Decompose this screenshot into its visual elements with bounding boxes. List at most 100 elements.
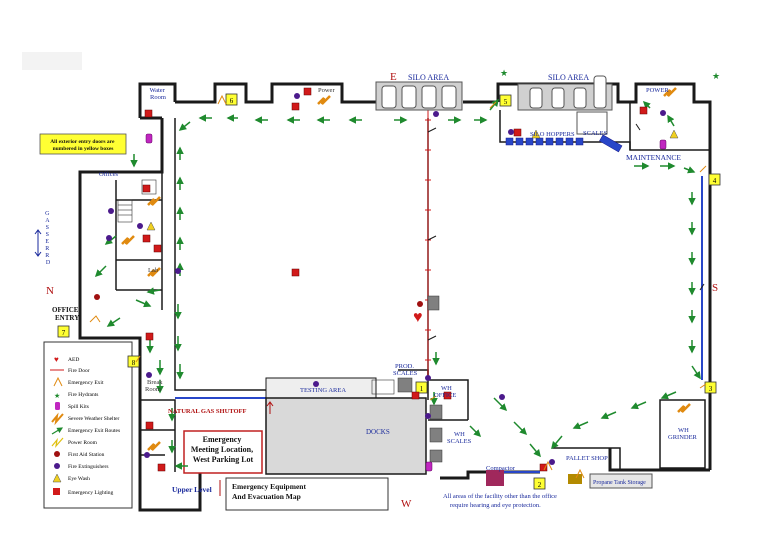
legend-label: Emergency Lighting: [68, 490, 114, 496]
door-number: 5: [504, 98, 508, 106]
silo-area-left: [375, 81, 463, 111]
silo-hoppers-label: SILO HOPPERS: [530, 131, 575, 138]
legend-item-emergency-lighting: Emergency Lighting: [53, 488, 114, 496]
door-number: 6: [230, 97, 234, 105]
eye-wash-markers: [146, 129, 679, 231]
meeting-location-text: Emergency Meeting Location, West Parking…: [191, 435, 255, 464]
door-number: 8: [132, 359, 136, 367]
prod-scales-label: PROD. SCALES: [393, 363, 418, 377]
compactor-label: Compactor: [486, 465, 516, 472]
emergency-exit-icon: [53, 376, 63, 387]
interior-door-marks: [427, 123, 705, 341]
legend-item-aed: ♥ AED: [54, 355, 79, 364]
door-box-4: 4: [708, 173, 721, 186]
silo-area-right-label: SILO AREA: [548, 73, 589, 82]
legend: ♥ AED Fire Door Emergency Exit ★ Fire Hy…: [50, 355, 120, 496]
legend-label: Emergency Exit: [68, 380, 104, 386]
testing-area-label: TESTING AREA: [300, 387, 346, 394]
silo-hopper-units: [505, 134, 623, 153]
wh-grinder-label: WH GRINDER: [668, 427, 698, 441]
upper-level-label: Upper Level: [172, 485, 212, 494]
compass-west: W: [401, 498, 412, 510]
legend-item-power-room: Power Room: [51, 437, 98, 448]
door-number: 3: [709, 385, 713, 393]
svg-text:★: ★: [712, 71, 720, 81]
offices-label: Offices: [99, 171, 118, 178]
scales-box: [576, 111, 608, 135]
faint-patch: [22, 52, 82, 70]
silo-area-right: [517, 75, 613, 111]
legend-item-spill-kits: Spill Kits: [55, 402, 89, 410]
dock-doors: [397, 295, 443, 463]
door-box-7: 7: [57, 325, 70, 338]
door-box-5: 5: [499, 94, 512, 107]
fire-hydrant-icon: ★: [54, 392, 60, 400]
blue-walls: [175, 176, 703, 473]
svg-text:★: ★: [500, 68, 508, 78]
compass-east: E: [390, 71, 397, 83]
title-box: [225, 477, 389, 511]
natural-gas-shutoff-label: NATURAL GAS SHUTOFF: [168, 408, 247, 415]
legend-label: Fire Extinguishers: [68, 464, 108, 470]
legend-label: Eye Wash: [68, 476, 90, 482]
door-number: 1: [420, 385, 424, 393]
spill-kit-icon: [55, 402, 60, 410]
pallet-shop-label: PALLET SHOP: [566, 455, 608, 462]
door-number: 7: [62, 329, 66, 337]
door-box-1: 1: [415, 381, 428, 394]
legend-item-fire-door: Fire Door: [50, 368, 90, 374]
legend-label: Fire Door: [68, 368, 90, 374]
door-box-3: 3: [704, 381, 717, 394]
first-aid-icon: [417, 301, 423, 307]
legend-item-eye-wash: Eye Wash: [52, 473, 90, 483]
office-stairs: [117, 179, 395, 395]
legend-label: Fire Hydrants: [68, 392, 98, 398]
map-title: Emergency Equipment And Evacuation Map: [232, 482, 308, 501]
legend-label: Power Room: [68, 440, 98, 446]
fire-extinguisher-icon: [54, 463, 60, 469]
legend-item-weather-shelter: Severe Weather Shelter: [51, 412, 120, 426]
eye-wash-icon: [52, 473, 62, 483]
propane-storage-box: [589, 473, 653, 489]
docks-room: [265, 397, 427, 475]
weather-shelter-icon: [51, 412, 64, 426]
gas-arrow-head: [266, 401, 274, 407]
door-number: 2: [538, 481, 542, 489]
aed-icon: ♥: [54, 355, 59, 364]
legend-label: First Aid Station: [68, 452, 105, 458]
silo-area-left-label: SILO AREA: [408, 73, 449, 82]
power-right-label: POWER: [646, 87, 669, 94]
compass-north: N: [46, 285, 54, 297]
power-top-label: Power: [318, 87, 335, 94]
propane-label: Propane Tank Storage: [593, 480, 646, 486]
break-room-label: Break Room: [145, 379, 164, 393]
scales-label: SCALES: [583, 130, 608, 137]
fire-hydrant-markers: ★ ★: [500, 68, 720, 81]
emergency-lighting-icon: [53, 488, 60, 495]
legend-item-exit-routes: Emergency Exit Routes: [51, 427, 120, 435]
docks-label: DOCKS: [366, 428, 390, 436]
legend-box: [43, 341, 133, 509]
wh-scales-label: WH SCALES: [447, 431, 472, 445]
legend-label: Emergency Exit Routes: [68, 428, 120, 434]
legend-item-fire-hydrants: ★ Fire Hydrants: [54, 392, 98, 400]
power-room-icon: [51, 437, 64, 448]
office-entry-label: OFFICE ENTRY: [52, 306, 80, 322]
weather-shelter-markers: [121, 87, 691, 451]
water-room-label: Water Room: [150, 87, 167, 101]
meeting-location-box: [183, 430, 263, 474]
legend-label: Spill Kits: [68, 404, 89, 410]
door-box-8: 8: [127, 355, 140, 368]
door-number: 4: [713, 177, 717, 185]
door-box-6: 6: [225, 93, 238, 106]
door-box-2: 2: [533, 477, 546, 490]
compactor-unit: [486, 470, 504, 486]
propane-tank: [568, 474, 582, 484]
compass-south: S: [712, 282, 718, 294]
legend-item-emergency-exit: Emergency Exit: [53, 376, 104, 387]
legend-label: AED: [68, 357, 79, 363]
exit-routes: [94, 98, 701, 470]
first-aid-icon: [94, 294, 100, 300]
legend-label: Severe Weather Shelter: [68, 416, 120, 422]
